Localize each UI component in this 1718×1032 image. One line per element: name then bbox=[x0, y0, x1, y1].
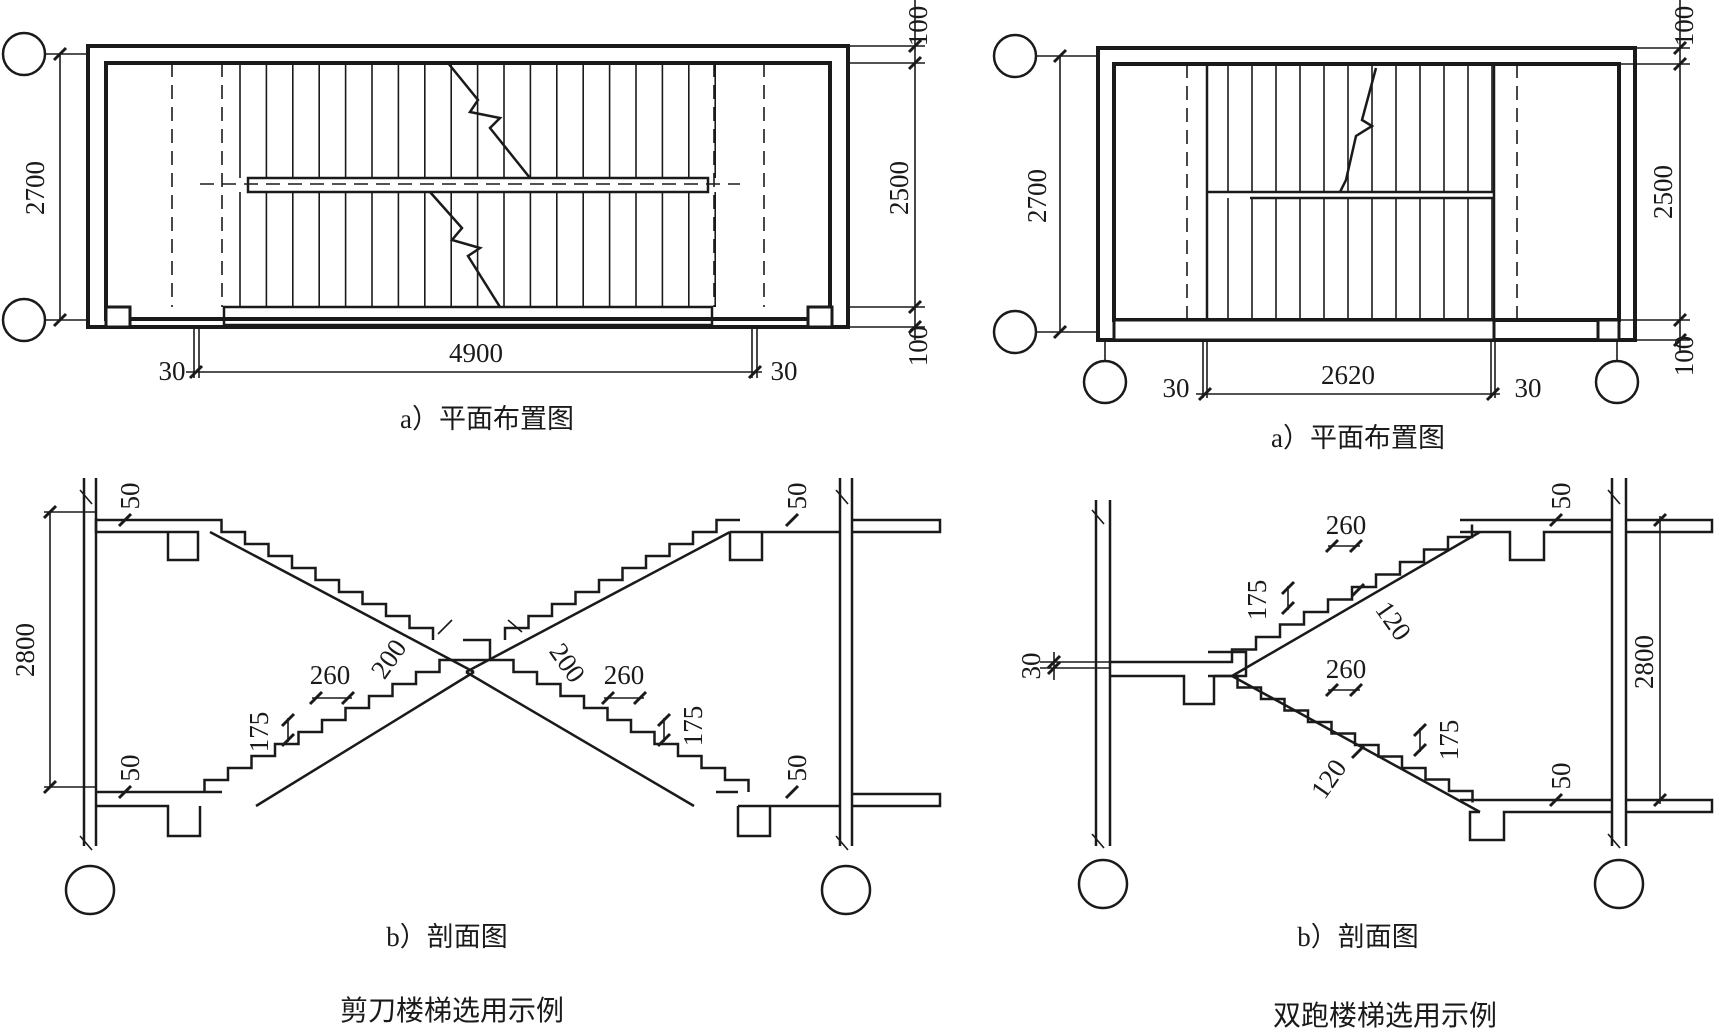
section-floor-height: 2800 bbox=[10, 623, 40, 677]
scissor-stair-plan: 2700 100 2500 100 4900 30 30 a）平面布置图 bbox=[1, 0, 933, 434]
right-plan-caption: a）平面布置图 bbox=[1271, 423, 1445, 453]
double-run-stair-plan: 2700 100 2500 100 2620 30 30 a）平面布置图 bbox=[992, 0, 1699, 453]
finish-top: 50 bbox=[1546, 483, 1576, 510]
riser-upper: 175 bbox=[1242, 580, 1272, 621]
flight-d-steps bbox=[490, 658, 750, 792]
plan-outer-wall bbox=[1096, 46, 1637, 342]
left-figure-title: 剪刀楼梯选用示例 bbox=[340, 995, 564, 1027]
plan-inner-depth: 2500 bbox=[1648, 165, 1678, 219]
left-section-caption: b）剖面图 bbox=[386, 922, 508, 952]
plan-bottom-wall: 100 bbox=[1669, 336, 1699, 377]
right-section-caption: b）剖面图 bbox=[1297, 922, 1419, 952]
tread-width-right: 260 bbox=[604, 660, 645, 690]
flight-c-soffit bbox=[255, 670, 475, 808]
centre-landing bbox=[463, 638, 492, 662]
plan-bottom-wall: 100 bbox=[903, 326, 933, 367]
finish-bottom-right: 50 bbox=[782, 755, 812, 782]
axis-marker-left bbox=[1077, 858, 1129, 910]
plan-right-offset: 30 bbox=[1515, 373, 1542, 403]
finish-bottom: 50 bbox=[1546, 763, 1576, 790]
axis-marker-bottom-a bbox=[1082, 359, 1128, 405]
plan-inner-depth: 2500 bbox=[884, 161, 914, 215]
plan-total-depth: 2700 bbox=[1022, 169, 1052, 223]
central-handrail bbox=[246, 176, 710, 194]
slab-thickness-left: 200 bbox=[365, 634, 413, 684]
break-line bbox=[1338, 67, 1378, 193]
slab-lower: 120 bbox=[1305, 754, 1353, 804]
lower-flight-steps bbox=[1214, 674, 1474, 803]
slab-upper: 120 bbox=[1369, 596, 1417, 646]
plan-inner-wall bbox=[104, 61, 832, 321]
riser-height-left: 175 bbox=[244, 712, 274, 753]
section-floor-height: 2800 bbox=[1629, 635, 1659, 689]
finish-bottom-left: 50 bbox=[115, 755, 145, 782]
plan-top-wall: 100 bbox=[903, 6, 933, 47]
finish-top-right: 50 bbox=[782, 483, 812, 510]
plan-total-depth: 2700 bbox=[20, 161, 50, 215]
axis-marker-top-left bbox=[992, 33, 1038, 79]
flight-a-steps bbox=[198, 518, 435, 640]
axis-marker-right bbox=[1593, 858, 1645, 910]
tread-width-left: 260 bbox=[310, 660, 351, 690]
plan-left-offset: 30 bbox=[1163, 373, 1190, 403]
plan-right-offset: 30 bbox=[771, 356, 798, 386]
flight-c-steps bbox=[203, 658, 463, 792]
plan-run-length: 4900 bbox=[449, 338, 503, 368]
plan-top-wall: 100 bbox=[1669, 6, 1699, 47]
flight-a-soffit bbox=[209, 530, 475, 674]
double-run-stair-section: 30 2800 50 50 260 175 120 260 175 120 b）… bbox=[1016, 478, 1714, 952]
axis-marker-bottom-b bbox=[1594, 359, 1640, 405]
plan-left-offset: 30 bbox=[159, 356, 186, 386]
axis-marker-bottom-left bbox=[992, 309, 1038, 355]
axis-marker-left bbox=[64, 864, 116, 916]
flight-b-soffit bbox=[465, 530, 731, 674]
flight-b-steps bbox=[503, 518, 740, 640]
right-figure-title: 双跑楼梯选用示例 bbox=[1273, 1000, 1497, 1032]
axis-marker-right bbox=[820, 864, 872, 916]
bottom-handrail bbox=[222, 305, 714, 327]
section-landing-offset: 30 bbox=[1016, 653, 1046, 680]
riser-height-right: 175 bbox=[678, 706, 708, 747]
upper-flight-soffit bbox=[1231, 530, 1481, 678]
left-plan-caption: a）平面布置图 bbox=[400, 404, 574, 434]
axis-marker-top-left bbox=[1, 31, 47, 77]
riser-lower: 175 bbox=[1434, 720, 1464, 761]
lower-flight-soffit bbox=[1231, 674, 1481, 814]
plan-run-length: 2620 bbox=[1321, 360, 1375, 390]
flight-d-soffit bbox=[465, 670, 695, 808]
upper-flight-steps bbox=[1208, 524, 1474, 664]
scissor-stair-section: 2800 50 50 50 50 260 175 260 175 200 200… bbox=[10, 478, 942, 952]
break-line-lower bbox=[429, 191, 502, 308]
mid-landing-block bbox=[1208, 650, 1248, 678]
tread-lower: 260 bbox=[1326, 654, 1367, 684]
axis-marker-bottom-left bbox=[1, 297, 47, 343]
slab-thickness-right: 200 bbox=[543, 638, 591, 688]
break-line-upper bbox=[447, 62, 531, 179]
plan-outer-wall bbox=[86, 44, 850, 329]
finish-top-left: 50 bbox=[115, 483, 145, 510]
tread-upper: 260 bbox=[1326, 510, 1367, 540]
